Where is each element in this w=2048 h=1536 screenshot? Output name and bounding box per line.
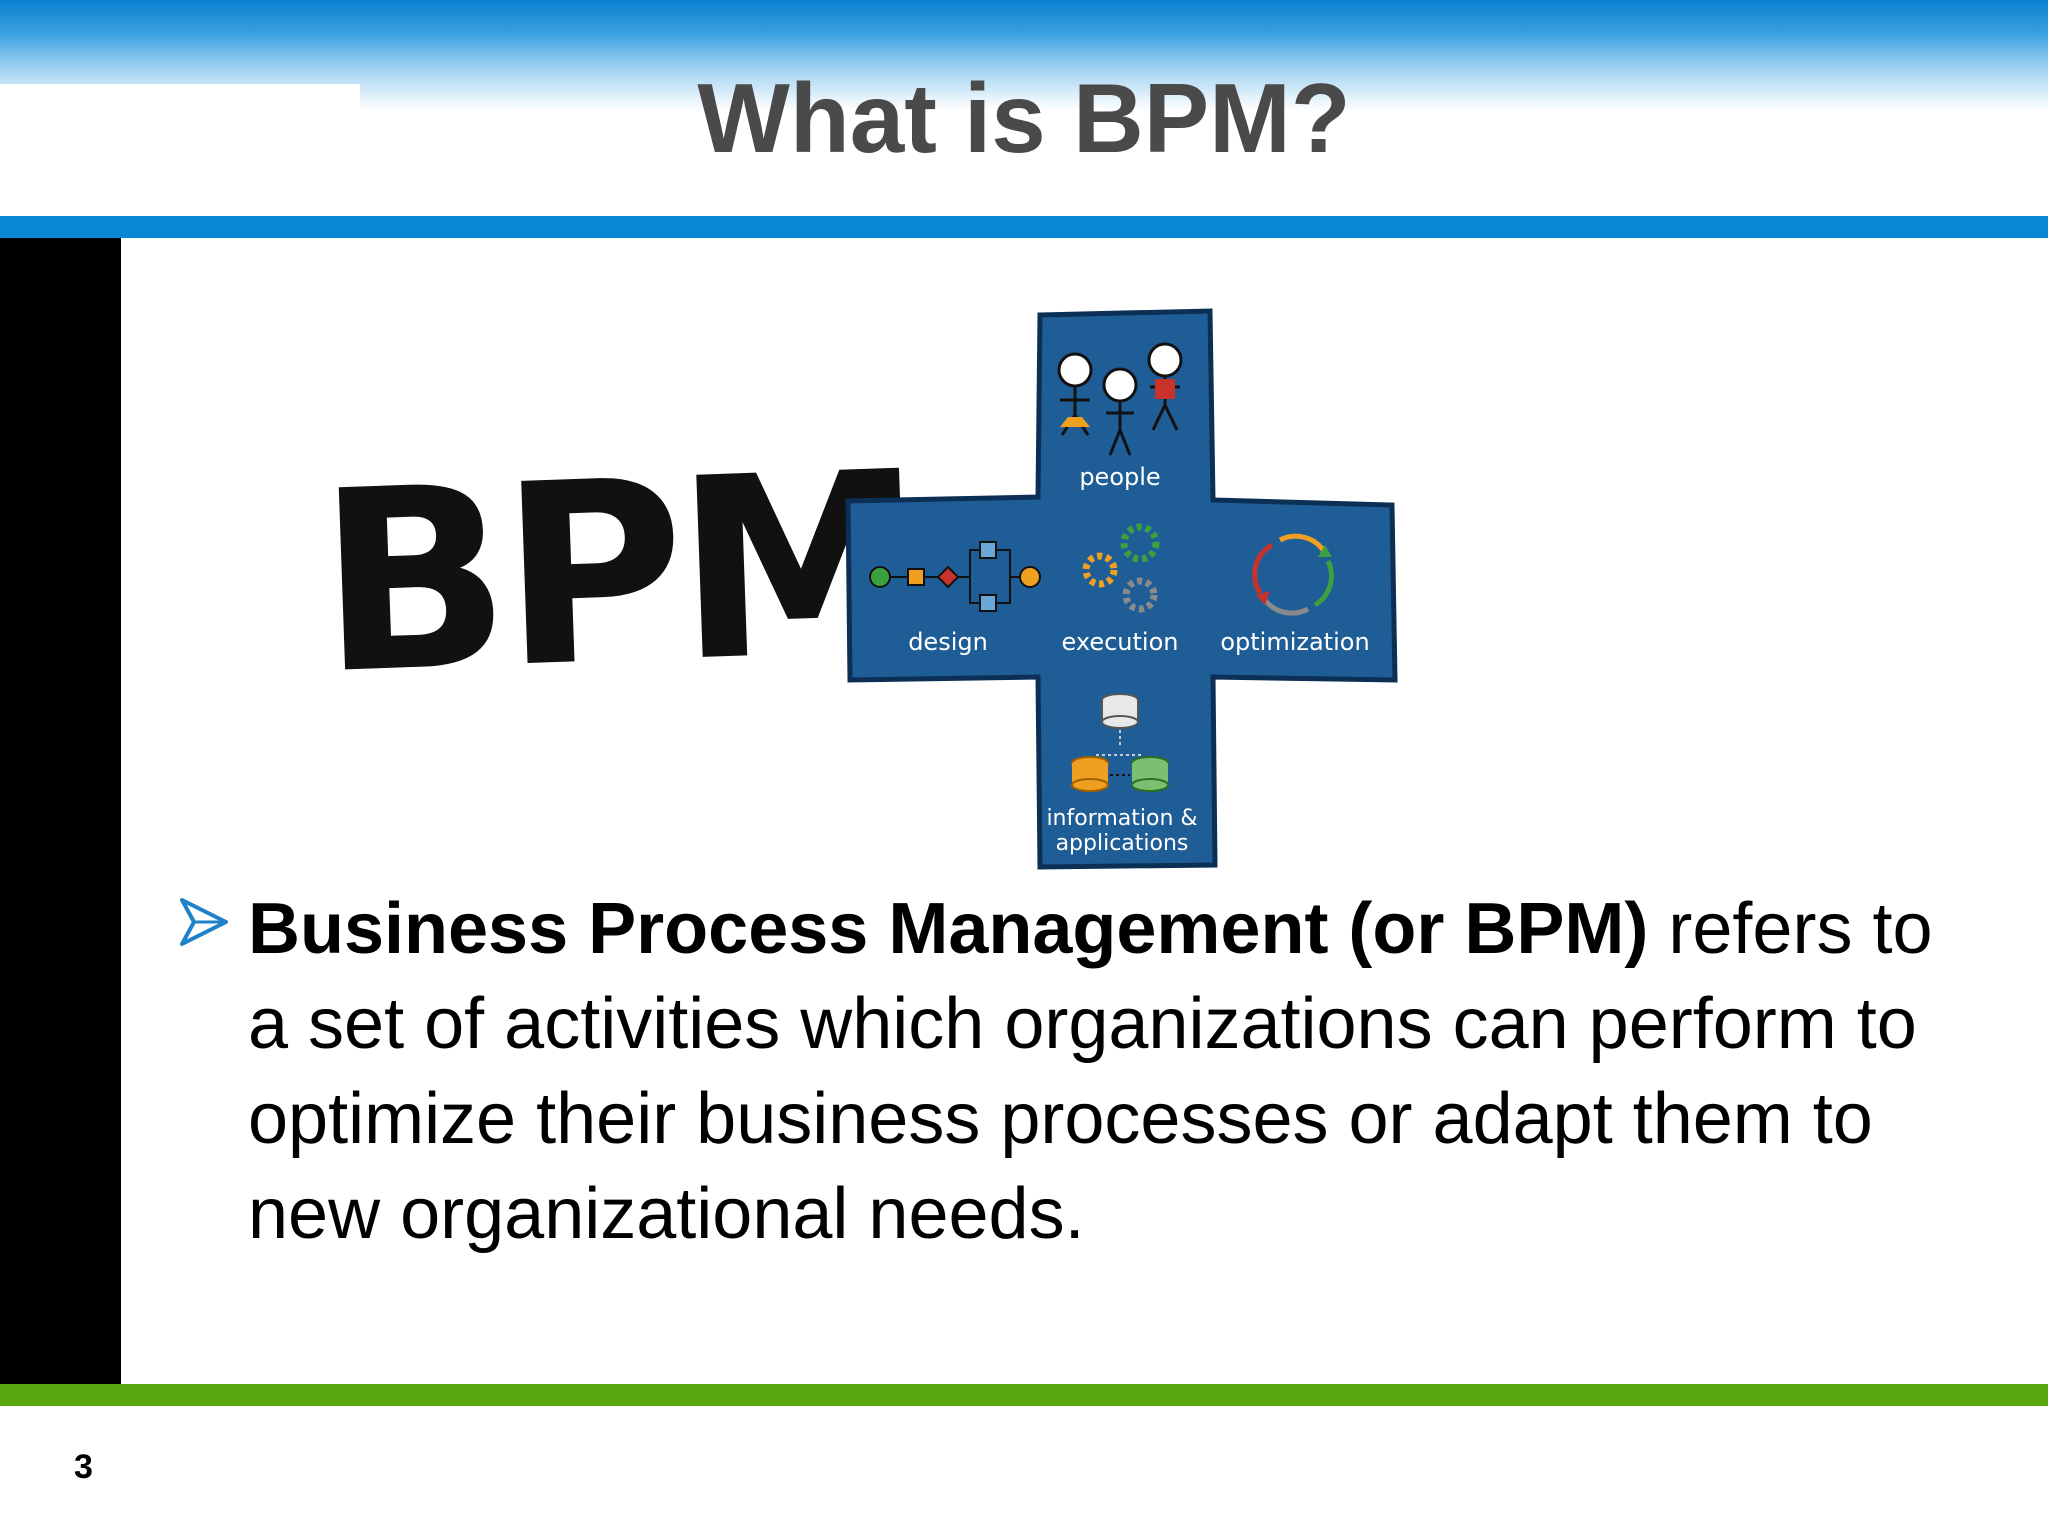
bullet-body: refers to a set of activities which orga… xyxy=(248,889,1933,1254)
footer-divider xyxy=(0,1384,2048,1406)
cross-shape xyxy=(845,308,1398,870)
bullet-paragraph: Business Process Management (or BPM) ref… xyxy=(248,882,1968,1262)
bpm-wordmark-text: BPM xyxy=(320,417,922,729)
bpm-cross: people design xyxy=(845,308,1398,870)
slide-title: What is BPM? xyxy=(697,63,1351,173)
bullet-lead-term: Business Process Management (or BPM) xyxy=(248,889,1649,969)
design-label: design xyxy=(908,628,988,656)
people-icon xyxy=(1057,342,1183,456)
bpm-logo-illustration: BPM people xyxy=(320,305,1410,870)
optimization-cycle-icon xyxy=(1252,533,1334,616)
design-flow-icon xyxy=(869,541,1041,612)
title-divider xyxy=(0,216,2048,238)
information-label: information & xyxy=(1046,806,1197,831)
header-notch xyxy=(0,84,360,114)
database-icon xyxy=(1071,693,1169,792)
bpm-wordmark: BPM xyxy=(320,417,922,729)
people-label: people xyxy=(1079,463,1160,491)
arrow-bullet-icon xyxy=(180,898,228,946)
bpm-logo-svg: BPM people xyxy=(320,308,1398,870)
execution-label: execution xyxy=(1062,628,1179,656)
execution-gears-icon xyxy=(1082,523,1160,613)
left-side-bar xyxy=(0,238,121,1384)
page-number: 3 xyxy=(74,1448,93,1486)
applications-label: applications xyxy=(1056,831,1189,856)
optimization-label: optimization xyxy=(1220,628,1369,656)
